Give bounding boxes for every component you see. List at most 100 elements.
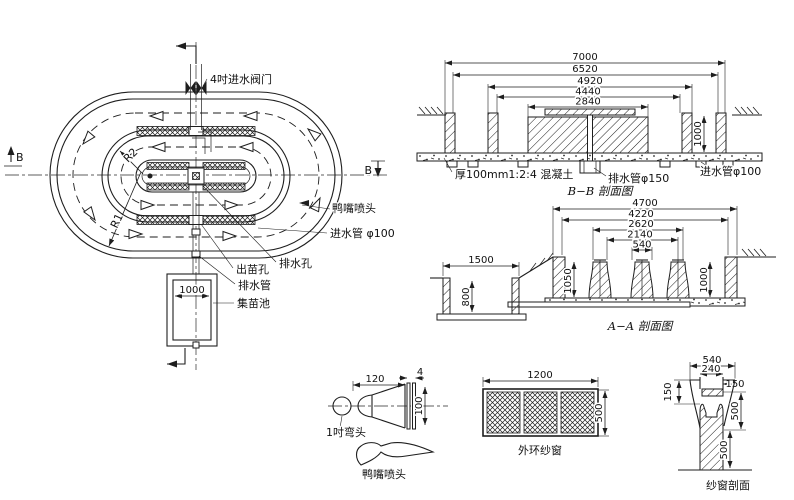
screen-band <box>146 182 190 191</box>
screen-band <box>146 162 190 170</box>
fry-hole-label: 出苗孔 <box>236 262 269 276</box>
island-end-mark <box>147 173 153 179</box>
bb-dim-2840: 2840 <box>575 97 600 108</box>
island-inner-line <box>141 166 251 186</box>
radius-r1-line <box>108 171 142 247</box>
screen-band <box>202 182 246 191</box>
inner-flow-path <box>120 146 272 206</box>
screen-section-detail: 540 240 150 150 500 500 纱窗剖面 <box>662 354 752 493</box>
window-mesh-panel <box>560 391 595 434</box>
nozzle-plate <box>412 382 416 430</box>
section-b-marker-right: B <box>363 160 385 178</box>
pipe-gap-box <box>188 215 204 225</box>
drain-hole-mark <box>192 172 200 180</box>
ssec-dim-150-cap: 150 <box>725 379 744 390</box>
bb-wall <box>444 112 456 154</box>
bb-concrete-label: 厚100mm1:2:4 混凝土 <box>455 167 573 181</box>
ssec-dim-500-lower: 500 <box>719 440 730 459</box>
bb-footings <box>446 160 734 168</box>
pipe-fitting <box>191 250 201 258</box>
plan-view: 4吋进水阀门 B B R1 R2 <box>4 42 396 370</box>
radius-r2-line <box>119 150 144 175</box>
aa-pool-floor <box>436 313 527 321</box>
aa-dim-4700: 4700 <box>632 198 657 209</box>
duckbill-leader <box>301 204 331 210</box>
bb-dim-4440: 4440 <box>575 87 600 98</box>
aa-dim-1000: 1000 <box>699 267 710 292</box>
marker-b-left-label: B <box>16 151 24 164</box>
aa-slope-soil <box>529 252 554 272</box>
valve-leader <box>202 78 208 87</box>
bb-dim-7000: 7000 <box>572 52 597 63</box>
section-b-marker-left: B <box>4 146 25 167</box>
valve-label: 4吋进水阀门 <box>210 72 272 86</box>
bb-concrete-leader <box>443 157 453 173</box>
pool-outer <box>166 273 218 347</box>
bb-base-slab <box>416 152 763 162</box>
aa-extension-lines <box>442 206 738 276</box>
aa-tank-wall <box>724 256 738 299</box>
elbow-circle <box>332 396 352 416</box>
bb-dim-4920: 4920 <box>577 76 602 87</box>
aa-title: A−A 剖面图 <box>607 319 674 333</box>
bb-drain-box <box>579 160 601 174</box>
bb-drain-leader <box>593 167 607 177</box>
bb-wall <box>715 112 727 154</box>
window-dim-500: 500 <box>594 403 605 422</box>
bb-wall <box>487 112 499 154</box>
island-outline <box>135 159 257 193</box>
bb-dim-6520: 6520 <box>572 64 597 75</box>
bb-inlet-leader <box>700 161 711 169</box>
aa-dim-1050: 1050 <box>563 268 574 293</box>
drain-hole-label: 排水孔 <box>279 256 312 270</box>
ssec-flare-right <box>723 379 736 427</box>
pipe-jog <box>198 131 212 152</box>
duckbill-nozzle-mark <box>299 200 309 206</box>
bb-extension-lines <box>444 60 726 117</box>
aa-drain-gallery <box>507 301 691 308</box>
aa-dim-2620: 2620 <box>628 219 653 230</box>
bb-drain-label: 排水管φ150 <box>608 171 669 185</box>
pipe-gap-box <box>188 126 204 136</box>
pool-label: 集苗池 <box>237 296 270 310</box>
bb-title: B−B 剖面图 <box>567 184 634 198</box>
ssec-title: 纱窗剖面 <box>706 478 750 492</box>
ssec-column <box>699 403 724 471</box>
pool-dim: 1000 <box>179 285 204 296</box>
aa-pool-wall <box>511 277 520 315</box>
aa-dim-540: 540 <box>632 240 651 251</box>
ssec-dim-500-upper: 500 <box>730 401 741 420</box>
ssec-cap <box>701 388 724 397</box>
ssec-dim-150-flare: 150 <box>663 382 674 401</box>
ssec-slot <box>690 377 735 389</box>
pool-fitting <box>192 341 200 349</box>
screen-band <box>202 162 246 170</box>
elbow-leader <box>339 415 343 429</box>
nozzle-detail: 120 4 100 1吋弯头 鸭嘴喷头 <box>325 366 448 482</box>
bb-wall <box>681 112 693 154</box>
pipe-fitting <box>191 228 201 236</box>
aa-dim-2140: 2140 <box>627 230 652 241</box>
screen-band <box>136 126 190 136</box>
elbow-nub <box>357 394 373 418</box>
pool-inner <box>172 279 212 341</box>
nozzle-dim-4: 4 <box>417 367 423 378</box>
inlet-pipe-leader <box>257 227 328 234</box>
ssec-dim-540: 540 <box>702 355 721 366</box>
duckbill-label: 鸭嘴喷头 <box>332 202 376 215</box>
section-bb: 7000 6520 4920 4440 2840 <box>416 51 763 199</box>
bb-cover-slab <box>544 108 636 116</box>
window-label: 外环纱窗 <box>518 443 562 457</box>
aa-screen-column <box>666 259 690 299</box>
outer-wall-outline <box>49 91 343 259</box>
nozzle-dim-100: 100 <box>414 396 425 415</box>
aa-dim-1500: 1500 <box>468 255 493 266</box>
window-mesh-panel <box>486 391 521 434</box>
drain-pipe-label: 排水管 <box>238 278 271 292</box>
pipe-jog <box>192 137 206 154</box>
aa-screen-column <box>588 259 612 299</box>
drain-pipe-leader <box>198 255 236 285</box>
bb-dim-1000: 1000 <box>693 121 704 146</box>
